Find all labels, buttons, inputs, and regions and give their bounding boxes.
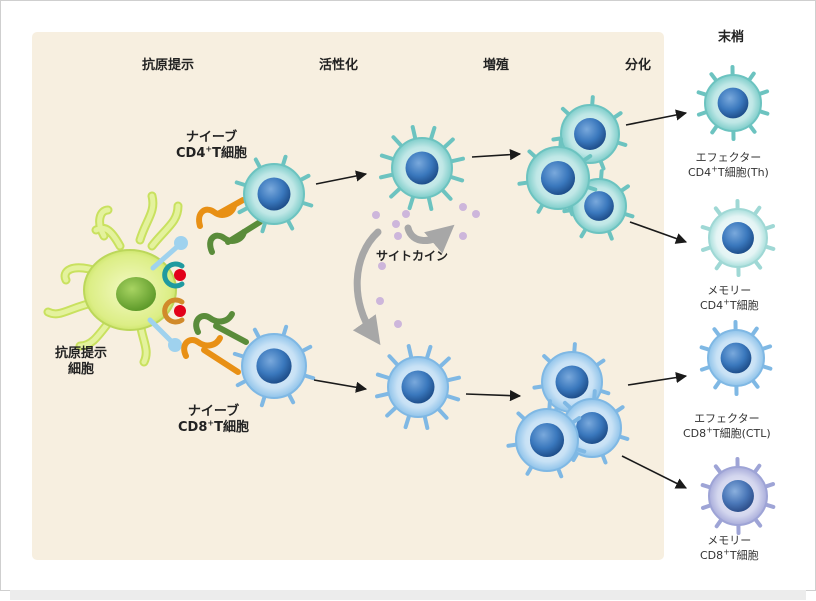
- nucleus: [720, 342, 752, 374]
- memory-cd8-line2: CD8+T細胞: [700, 547, 759, 562]
- cytokine-dots: [372, 203, 480, 328]
- cytokine-dot: [376, 297, 384, 305]
- naive-cd4-label: ナイーブ CD4+T細胞: [176, 130, 247, 162]
- cytokine-dot: [394, 320, 402, 328]
- cytokine-dot: [372, 211, 380, 219]
- cytokine-autocrine-arrow: [404, 224, 455, 254]
- nucleus: [405, 151, 439, 185]
- effector-cd4-line1: エフェクター: [695, 151, 762, 164]
- nucleus: [257, 177, 291, 211]
- effector-cd8-label: エフェクター CD8+T細胞(CTL): [683, 411, 771, 441]
- mhc-tcr-interaction: [147, 197, 263, 375]
- apc-label-line2: 細胞: [68, 362, 95, 377]
- cytokine-paracrine-arrow: [352, 228, 382, 346]
- arrow-cd8-activation: [313, 379, 368, 393]
- memory-cd4-line1: メモリー: [707, 284, 752, 297]
- effector-cd4-t-cell: [696, 65, 770, 141]
- memory-cd8-label: メモリー CD8+T細胞: [700, 533, 759, 563]
- stage-label-proliferation: 増殖: [483, 58, 510, 73]
- effector-cd8-line1: エフェクター: [694, 412, 760, 425]
- stage-label-activation: 活性化: [319, 58, 359, 73]
- effector-cd4-line2: CD4+T細胞(Th): [688, 164, 769, 179]
- activated-cd8-t-cell: [375, 344, 461, 430]
- arrow-memory-cd4: [629, 221, 688, 244]
- effector-cd4-label: エフェクター CD4+T細胞(Th): [688, 150, 769, 180]
- cytokine-dot: [378, 262, 386, 270]
- stage-label-differentiation: 分化: [625, 58, 652, 73]
- apc-label: 抗原提示 細胞: [55, 346, 107, 378]
- apc-label-line1: 抗原提示: [55, 346, 108, 361]
- nucleus: [722, 480, 754, 512]
- nucleus: [540, 160, 576, 196]
- cytokine-dot: [459, 203, 467, 211]
- cytokine-dot: [392, 220, 400, 228]
- naive-cd4-line2: CD4+T細胞: [176, 144, 247, 161]
- cytokine-label: サイトカイン: [376, 249, 449, 263]
- nucleus: [529, 422, 565, 458]
- naive-cd4-t-cell: [234, 154, 314, 234]
- naive-cd8-line2: CD8+T細胞: [178, 418, 249, 435]
- memory-cd4-line2: CD4+T細胞: [700, 297, 759, 312]
- nucleus: [717, 87, 749, 119]
- nucleus: [555, 365, 589, 399]
- memory-cd4-label: メモリー CD4+T細胞: [700, 283, 759, 313]
- cytokine-dot: [402, 210, 410, 218]
- nucleus: [576, 412, 608, 444]
- nucleus: [401, 370, 435, 404]
- nucleus: [722, 222, 754, 254]
- memory-cd8-t-cell: [700, 457, 776, 535]
- activated-cd4-t-cell: [379, 125, 465, 211]
- naive-cd8-line1: ナイーブ: [187, 404, 240, 419]
- effector-cd8-t-cell: [699, 320, 773, 396]
- cytokine-arrows: [352, 224, 455, 346]
- antigen-presenting-cell: [43, 191, 183, 367]
- cytokine-dot: [472, 210, 480, 218]
- nucleus: [256, 348, 292, 384]
- naive-cd8-t-cell: [232, 324, 316, 408]
- stage-label-presentation: 抗原提示: [142, 58, 195, 73]
- arrow-cd8-proliferation: [465, 390, 522, 402]
- arrow-cd4-activation: [315, 170, 368, 185]
- effector-cd8-line2: CD8+T細胞(CTL): [683, 425, 771, 440]
- proliferating-cd4-cell-2: [517, 137, 598, 217]
- naive-cd8-label: ナイーブ CD8+T細胞: [178, 404, 249, 436]
- cytokine-dot: [394, 232, 402, 240]
- frame-shadow: [10, 590, 806, 600]
- nucleus: [584, 191, 614, 221]
- stage-label-periphery: 末梢: [718, 30, 745, 45]
- cytokine-dot: [459, 232, 467, 240]
- arrow-effector-cd8: [627, 372, 688, 386]
- naive-cd4-line1: ナイーブ: [185, 130, 238, 145]
- memory-cd4-t-cell: [700, 199, 776, 277]
- flow-arrows: [313, 109, 688, 489]
- proliferating-cd8-cell-2: [506, 399, 587, 479]
- memory-cd8-line1: メモリー: [707, 534, 752, 547]
- arrow-cd4-proliferation: [471, 149, 522, 161]
- arrow-memory-cd8: [621, 455, 688, 489]
- nucleus: [574, 118, 606, 150]
- arrow-effector-cd4: [625, 109, 688, 126]
